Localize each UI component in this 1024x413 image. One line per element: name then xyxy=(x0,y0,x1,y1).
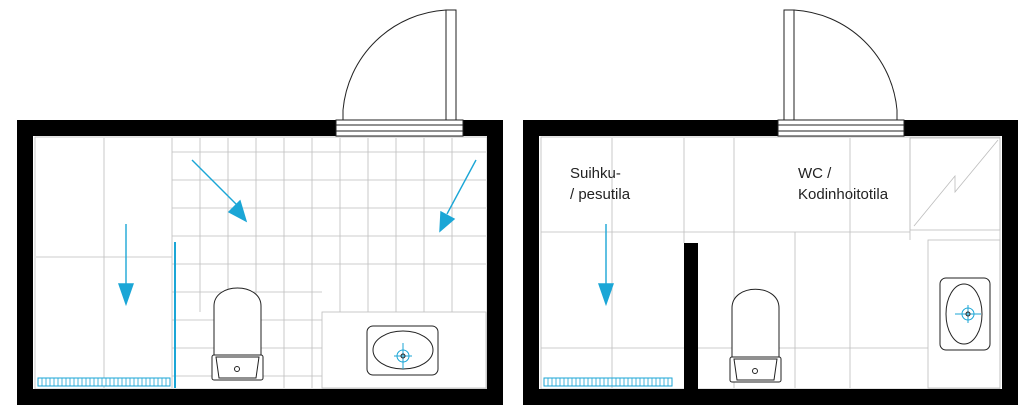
door xyxy=(777,9,905,137)
wc-label-line-2: Kodinhoitotila xyxy=(798,186,889,203)
wc-label-line-1: WC / xyxy=(798,165,832,182)
floor-drain xyxy=(543,377,673,387)
floor-slope-arrows xyxy=(598,224,614,307)
left-floor-plan xyxy=(17,9,503,405)
tile-grid xyxy=(540,136,1001,390)
partition-wall xyxy=(684,243,698,389)
walls xyxy=(17,120,503,405)
floor-slope-arrows xyxy=(118,159,477,307)
washbasin xyxy=(939,277,991,351)
shower-label-line-1: Suihku- xyxy=(570,165,621,182)
toilet xyxy=(729,288,782,383)
floor-drain xyxy=(37,377,171,387)
toilet xyxy=(211,287,264,381)
wc-room-label: WC / Kodinhoitotila xyxy=(798,165,889,203)
shower-room-label: Suihku- / pesutila xyxy=(570,165,631,203)
door xyxy=(335,9,464,137)
shower-label-line-2: / pesutila xyxy=(570,186,631,203)
right-floor-plan: Suihku- / pesutila WC / Kodinhoitotila xyxy=(523,9,1018,405)
washbasin xyxy=(366,325,439,376)
walls xyxy=(523,120,1018,405)
